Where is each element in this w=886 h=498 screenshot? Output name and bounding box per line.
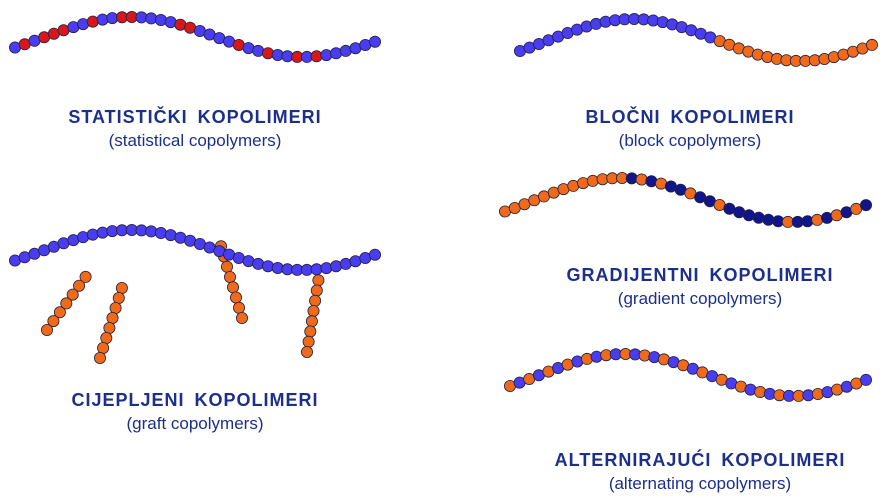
monomer-b (860, 374, 871, 385)
graft-copolymer-subtitle: (graft copolymers) (0, 414, 405, 434)
graft-branch-monomer (301, 346, 312, 357)
gradient-copolymer-title: GRADIJENTNI KOPOLIMERI (490, 265, 886, 286)
graft-branch-monomer (305, 326, 316, 337)
monomer-b (262, 48, 273, 59)
graft-branch-monomer (221, 261, 232, 272)
graft-branch-monomer (236, 312, 247, 323)
monomer-b (743, 210, 754, 221)
graft-copolymer-label: CIJEPLJENI KOPOLIMERI (graft copolymers) (0, 390, 405, 434)
backbone-monomer (369, 249, 380, 260)
alternating-copolymer-label: ALTERNIRAJUĆI KOPOLIMERI (alternating co… (490, 450, 886, 494)
graft-branch-monomer (113, 292, 124, 303)
graft-branch-monomer (41, 324, 52, 335)
graft-branch-monomer (101, 332, 112, 343)
block-copolymer-label: BLOČNI KOPOLIMERI (block copolymers) (480, 107, 886, 151)
block-copolymer-chain (514, 13, 877, 66)
monomer-b (753, 212, 764, 223)
alternating-copolymer-subtitle: (alternating copolymers) (490, 474, 886, 494)
block-copolymer-subtitle: (block copolymers) (480, 131, 886, 151)
graft-branch-monomer (311, 285, 322, 296)
monomer-a (321, 50, 332, 61)
statistical-copolymer-label: STATISTIČKI KOPOLIMERI (statistical copo… (0, 107, 405, 151)
backbone-monomer (87, 229, 98, 240)
block-copolymer-title: BLOČNI KOPOLIMERI (480, 107, 886, 128)
alternating-copolymer-chain (504, 348, 871, 401)
graft-copolymer-title: CIJEPLJENI KOPOLIMERI (0, 390, 405, 411)
monomer-a (369, 36, 380, 47)
backbone-monomer (155, 227, 166, 238)
monomer-b (763, 214, 774, 225)
graft-branch-monomer (310, 295, 321, 306)
graft-copolymer-chain (9, 224, 380, 363)
graft-branch-monomer (110, 302, 121, 313)
monomer-a (812, 214, 823, 225)
statistical-copolymer-chain (9, 11, 380, 62)
monomer-a (253, 45, 264, 56)
monomer-b (866, 39, 877, 50)
alternating-copolymer-title: ALTERNIRAJUĆI KOPOLIMERI (490, 450, 886, 471)
graft-branch-monomer (230, 292, 241, 303)
backbone-monomer (321, 263, 332, 274)
gradient-copolymer-chain (499, 172, 871, 227)
statistical-copolymer-subtitle: (statistical copolymers) (0, 131, 405, 151)
monomer-b (87, 16, 98, 27)
monomer-b (311, 51, 322, 62)
monomer-a (578, 178, 589, 189)
graft-branch-monomer (104, 322, 115, 333)
monomer-a (587, 175, 598, 186)
graft-branch-monomer (308, 305, 319, 316)
graft-branch-monomer (313, 275, 324, 286)
graft-branch-monomer (306, 316, 317, 327)
graft-branch-monomer (116, 282, 127, 293)
monomer-a (155, 14, 166, 25)
backbone-monomer (262, 261, 273, 272)
graft-branch-monomer (94, 352, 105, 363)
graft-branch-monomer (227, 282, 238, 293)
graft-branch-monomer (98, 342, 109, 353)
backbone-monomer (253, 258, 264, 269)
monomer-b (860, 200, 871, 211)
gradient-copolymer-subtitle: (gradient copolymers) (490, 289, 886, 309)
monomer-b (646, 176, 657, 187)
monomer-a (636, 174, 647, 185)
graft-branch-monomer (224, 271, 235, 282)
statistical-copolymer-title: STATISTIČKI KOPOLIMERI (0, 107, 405, 128)
backbone-monomer (311, 264, 322, 275)
gradient-copolymer-label: GRADIJENTNI KOPOLIMERI (gradient copolym… (490, 265, 886, 309)
graft-branch-monomer (107, 312, 118, 323)
graft-branch-monomer (303, 336, 314, 347)
graft-branch-monomer (233, 302, 244, 313)
